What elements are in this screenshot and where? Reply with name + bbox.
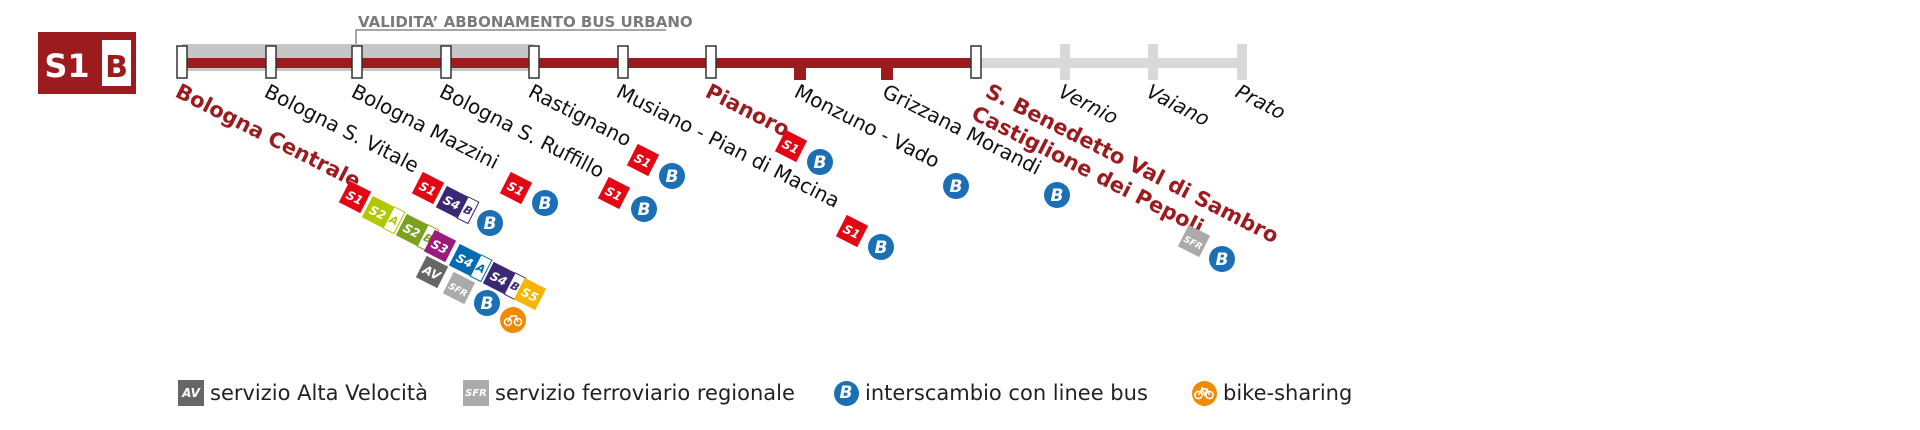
badge-sbenedetto-bus: B <box>1209 246 1235 272</box>
station-tick-7 <box>794 58 806 80</box>
sfr-symbol: SFR <box>463 380 489 406</box>
station-tick-3 <box>440 45 452 79</box>
legend-av-label: servizio Alta Velocità <box>210 381 428 405</box>
station-label-12: Prato <box>1232 79 1290 124</box>
badge-centrale-s4a-text: S4 <box>454 251 476 271</box>
badge-monzuno-bus-text: B <box>950 177 963 197</box>
badge-centrale-s2a: S2A <box>361 195 406 235</box>
av-symbol: AV <box>178 380 204 406</box>
badge-centrale-sfr: SFR <box>442 271 476 305</box>
grey-track <box>976 58 1242 68</box>
legend-bike-label: bike-sharing <box>1223 381 1353 405</box>
legend-sfr-label: servizio ferroviario regionale <box>495 381 795 405</box>
badge-mazzini-s1-text: S1 <box>505 179 527 199</box>
legend-av: AV servizio Alta Velocità <box>178 378 428 408</box>
badge-musiano-bus-text: B <box>875 238 888 258</box>
badge-ruffillo-bus: B <box>631 196 657 222</box>
badge-mazzini-s1: S1 <box>499 171 533 205</box>
badge-grizzana-bus: B <box>1044 182 1070 208</box>
station-tick-5 <box>617 45 629 79</box>
badge-musiano-s1: S1 <box>835 214 869 248</box>
badge-centrale-s3-text: S3 <box>429 237 451 257</box>
badge-centrale-av: AV <box>415 255 449 289</box>
station-tick-8 <box>881 58 893 80</box>
station-tick-2 <box>351 45 363 79</box>
legend-bike: bike-sharing <box>1191 378 1352 408</box>
badge-vitale-s1: S1 <box>411 171 445 205</box>
station-tick-6 <box>705 45 717 79</box>
av-icon: AV <box>178 380 204 406</box>
station-tick-10 <box>1060 44 1070 80</box>
station-tick-12 <box>1237 44 1247 80</box>
validity-bracket <box>355 29 666 44</box>
badge-centrale-s5-text: S5 <box>519 285 541 305</box>
badge-mazzini-bus: B <box>532 190 558 216</box>
red-track <box>182 58 976 68</box>
badge-vitale-bus: B <box>477 210 503 236</box>
badge-centrale-bus: B <box>474 290 500 316</box>
badge-vitale-s4b: S4B <box>435 185 480 225</box>
badge-musiano-s1-text: S1 <box>841 222 863 242</box>
bus-symbol: B <box>833 380 859 406</box>
validity-label: VALIDITA’ ABBONAMENTO BUS URBANO <box>358 13 693 31</box>
sfr-icon: SFR <box>463 380 489 406</box>
badge-centrale-s2a-text: S2 <box>367 203 389 223</box>
station-label-2: Bologna Mazzini <box>348 79 503 174</box>
station-tick-0 <box>176 45 188 79</box>
badge-sbenedetto-sfr: SFR <box>1177 224 1211 258</box>
badge-vitale-s1-text: S1 <box>417 179 439 199</box>
badge-sbenedetto-bus-text: B <box>1216 250 1229 270</box>
badge-centrale-s2b-text: S2 <box>401 221 423 241</box>
line-badge-number: S1 <box>44 47 89 85</box>
badge-vitale-s4b-text: S4 <box>441 193 463 213</box>
badge-grizzana-bus-text: B <box>1051 186 1064 206</box>
badge-centrale-s3: S3 <box>423 229 457 263</box>
bike-glyph <box>1194 387 1214 400</box>
station-tick-9 <box>970 45 982 79</box>
station-tick-11 <box>1148 44 1158 80</box>
badge-ruffillo-bus-text: B <box>638 200 651 220</box>
badge-pianoro-bus-text: B <box>814 153 827 173</box>
legend-bus: B interscambio con linee bus <box>833 378 1148 408</box>
badge-centrale-s1-text: S1 <box>344 188 366 208</box>
badge-vitale-bus-text: B <box>484 214 497 234</box>
legend-bus-label: interscambio con linee bus <box>865 381 1148 405</box>
badge-centrale-s4b: S4B <box>482 261 527 301</box>
route-map: S1 B VALIDITA’ ABBONAMENTO BUS URBANO Bo… <box>38 13 1290 333</box>
badge-rastignano-bus-text: B <box>666 167 679 187</box>
badge-rastignano-s1-text: S1 <box>632 151 654 171</box>
badge-mazzini-bus-text: B <box>539 194 552 214</box>
station-tick-1 <box>265 45 277 79</box>
legend-sfr: SFR servizio ferroviario regionale <box>463 378 795 408</box>
line-badge-letter: B <box>105 50 128 85</box>
badge-pianoro-s1: S1 <box>774 129 808 163</box>
badge-centrale-s1: S1 <box>338 180 372 214</box>
badge-pianoro-bus: B <box>807 149 833 175</box>
badge-pianoro-s1-text: S1 <box>780 137 802 157</box>
badge-ruffillo-s1-text: S1 <box>603 184 625 204</box>
badge-rastignano-bus: B <box>659 163 685 189</box>
badge-centrale-s5: S5 <box>513 277 547 311</box>
badge-rastignano-s1: S1 <box>626 143 660 177</box>
badge-centrale-s4b-text: S4 <box>488 269 510 289</box>
badge-musiano-bus: B <box>868 234 894 260</box>
bus-icon: B <box>833 380 859 406</box>
badge-ruffillo-s1: S1 <box>597 176 631 210</box>
badge-monzuno-bus: B <box>943 173 969 199</box>
station-tick-4 <box>528 45 540 79</box>
bike-icon <box>1191 380 1217 406</box>
badge-centrale-bus-text: B <box>481 294 494 314</box>
badge-centrale-s4a: S4A <box>448 243 493 283</box>
station-label-11: Vaiano <box>1143 79 1214 131</box>
line-badge-letter-box <box>102 40 131 86</box>
badge-centrale-bike <box>500 307 526 333</box>
